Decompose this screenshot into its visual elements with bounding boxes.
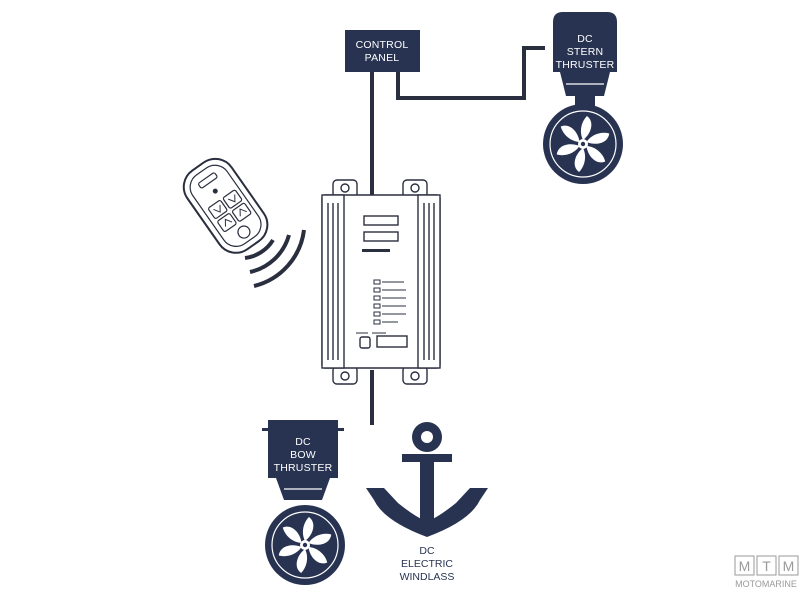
control-panel-box: CONTROL PANEL	[345, 30, 420, 72]
stern-thruster: DC STERN THRUSTER	[543, 12, 623, 184]
wiring	[370, 46, 545, 425]
watermark-letter-1: M	[739, 558, 751, 574]
bow-thruster-label-line1: DC	[295, 436, 311, 448]
watermark-letter-2: T	[762, 558, 771, 574]
stern-thruster-label-line1: DC	[577, 33, 593, 45]
motomarine-watermark: M T M MOTOMARINE	[734, 555, 799, 589]
stern-thruster-label-line3: THRUSTER	[556, 59, 615, 71]
anchor-icon	[366, 422, 488, 537]
remote-control-icon	[182, 157, 269, 254]
panel-to-stern-wire	[396, 46, 545, 100]
control-panel-label-line1: CONTROL	[356, 39, 409, 51]
bow-thruster-label-line3: THRUSTER	[274, 462, 333, 474]
watermark-text: MOTOMARINE	[735, 579, 797, 589]
windlass-label-line3: WINDLASS	[400, 571, 455, 583]
bow-thruster-label-line2: BOW	[290, 449, 316, 461]
stern-thruster-label-line2: STERN	[567, 46, 604, 58]
wireless-signal-icon	[244, 229, 306, 288]
control-panel-label-line2: PANEL	[365, 52, 400, 64]
propeller-icon	[543, 104, 623, 184]
watermark-letter-3: M	[783, 558, 795, 574]
windlass-label-line1: DC	[419, 545, 435, 557]
bow-thruster: DC BOW THRUSTER	[262, 420, 345, 585]
controller-unit	[321, 179, 441, 385]
propeller-icon	[265, 505, 345, 585]
windlass-label-line2: ELECTRIC	[401, 558, 453, 570]
